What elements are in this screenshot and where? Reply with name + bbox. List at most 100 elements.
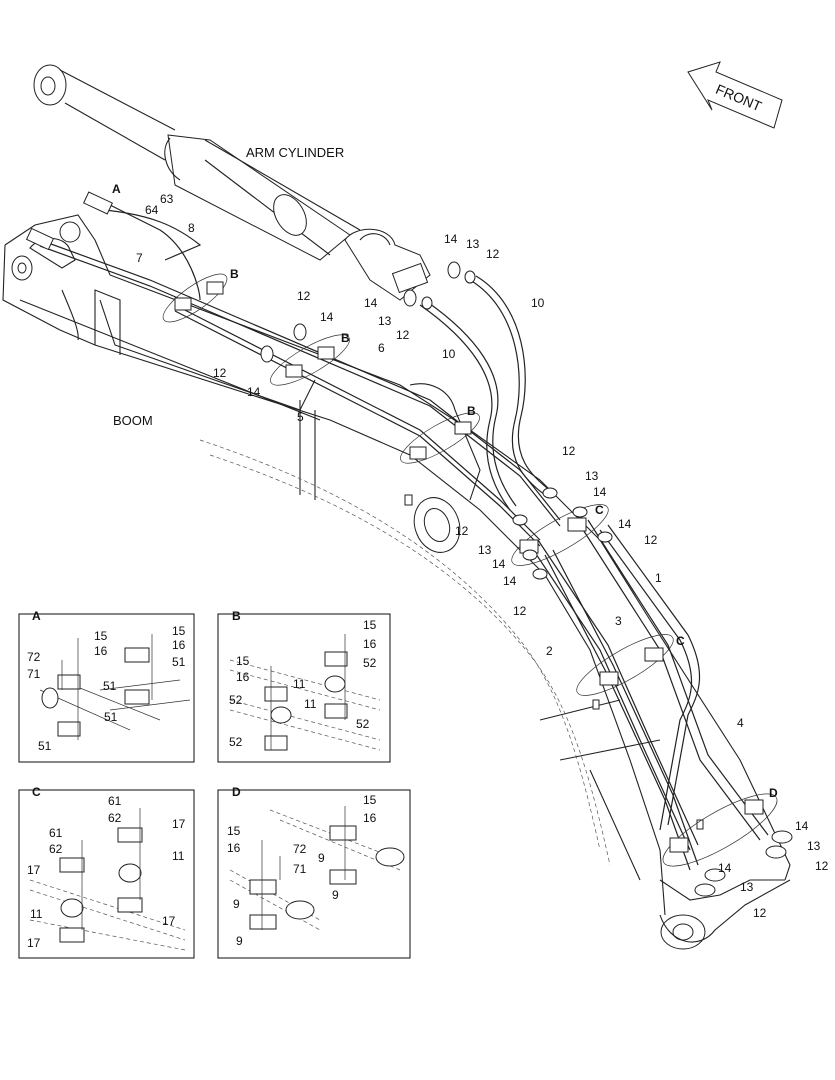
detail-c-callout-11: 11 (30, 907, 43, 921)
callout-14: 14 (503, 574, 517, 588)
detail-c-callout-11: 11 (172, 849, 185, 863)
detail-d-callout-15: 15 (227, 824, 241, 838)
callout-a: A (112, 182, 121, 196)
callout-3: 3 (615, 614, 622, 628)
boom-structure (2, 214, 791, 950)
callout-10: 10 (442, 347, 456, 361)
front-arrow: FRONT (687, 61, 783, 129)
detail-b-callout-15: 15 (236, 654, 250, 668)
detail-c-callout-61: 61 (49, 826, 63, 840)
callout-14: 14 (364, 296, 378, 310)
detail-d-callout-15: 15 (363, 793, 377, 807)
callout-10: 10 (531, 296, 545, 310)
detail-box-d (217, 789, 411, 959)
detail-c-callout-17: 17 (172, 817, 186, 831)
detail-a-callout-51: 51 (103, 679, 117, 693)
callout-14: 14 (618, 517, 632, 531)
detail-a-callout-51: 51 (172, 655, 186, 669)
callout-b: B (341, 331, 350, 345)
detail-box-c (18, 789, 195, 959)
detail-box-a (18, 613, 195, 763)
callout-14: 14 (320, 310, 334, 324)
detail-c-callout-17: 17 (27, 936, 41, 950)
callout-12: 12 (486, 247, 500, 261)
callout-2: 2 (546, 644, 553, 658)
callout-13: 13 (478, 543, 492, 557)
callout-12: 12 (753, 906, 767, 920)
detail-a-callout-72: 72 (27, 650, 41, 664)
callout-12: 12 (455, 524, 469, 538)
detail-a-callout-15: 15 (94, 629, 108, 643)
detail-b-callout-52: 52 (229, 735, 243, 749)
callout-c: C (595, 503, 604, 517)
detail-d-callout-9: 9 (332, 888, 339, 902)
callout-12: 12 (213, 366, 227, 380)
callout-8: 8 (188, 221, 195, 235)
arm-cylinder-label: ARM CYLINDER (246, 145, 344, 160)
boom-label: BOOM (113, 413, 153, 428)
detail-title-b: B (232, 609, 241, 623)
callout-14: 14 (444, 232, 458, 246)
callout-b: B (230, 267, 239, 281)
callout-d: D (769, 786, 778, 800)
detail-d-callout-71: 71 (293, 862, 307, 876)
detail-c-callout-17: 17 (162, 914, 176, 928)
arm-cylinder (33, 64, 431, 301)
callout-14: 14 (795, 819, 809, 833)
detail-b-callout-52: 52 (363, 656, 377, 670)
callout-13: 13 (807, 839, 821, 853)
detail-b-callout-16: 16 (236, 670, 250, 684)
detail-b-callout-11: 11 (293, 677, 306, 691)
callout-c: C (676, 634, 685, 648)
callout-14: 14 (247, 385, 261, 399)
callout-14: 14 (593, 485, 607, 499)
fittings (260, 261, 793, 897)
callout-b: B (467, 404, 476, 418)
detail-d-callout-72: 72 (293, 842, 307, 856)
callout-12: 12 (815, 859, 829, 873)
detail-d-callout-16: 16 (363, 811, 377, 825)
detail-title-d: D (232, 785, 241, 799)
detail-b-callout-15: 15 (363, 618, 377, 632)
detail-d-callout-9: 9 (233, 897, 240, 911)
detail-d-callout-9: 9 (318, 851, 325, 865)
detail-d-callout-9: 9 (236, 934, 243, 948)
detail-a-callout-15: 15 (172, 624, 186, 638)
detail-b-callout-52: 52 (356, 717, 370, 731)
hoses (39, 204, 769, 871)
callout-13: 13 (740, 880, 754, 894)
callout-13: 13 (378, 314, 392, 328)
detail-title-c: C (32, 785, 41, 799)
detail-b-callout-52: 52 (229, 693, 243, 707)
callout-6: 6 (378, 341, 385, 355)
detail-a-callout-51: 51 (104, 710, 118, 724)
callout-4: 4 (737, 716, 744, 730)
detail-c-callout-61: 61 (108, 794, 122, 808)
callout-12: 12 (513, 604, 527, 618)
detail-a-callout-51: 51 (38, 739, 52, 753)
callout-12: 12 (562, 444, 576, 458)
detail-c-callout-17: 17 (27, 863, 41, 877)
detail-a-callout-71: 71 (27, 667, 41, 681)
detail-title-a: A (32, 609, 41, 623)
detail-a-callout-16: 16 (94, 644, 108, 658)
callout-14: 14 (492, 557, 506, 571)
callout-64: 64 (145, 203, 159, 217)
detail-c-callout-62: 62 (49, 842, 63, 856)
callout-1: 1 (655, 571, 662, 585)
callout-12: 12 (644, 533, 658, 547)
detail-c-callout-62: 62 (108, 811, 122, 825)
callout-7: 7 (136, 251, 143, 265)
callout-13: 13 (466, 237, 480, 251)
callout-63: 63 (160, 192, 174, 206)
callout-13: 13 (585, 469, 599, 483)
callout-14: 14 (718, 861, 732, 875)
callout-12: 12 (297, 289, 311, 303)
callout-12: 12 (396, 328, 410, 342)
detail-d-callout-16: 16 (227, 841, 241, 855)
detail-b-callout-11: 11 (304, 697, 317, 711)
detail-a-callout-16: 16 (172, 638, 186, 652)
